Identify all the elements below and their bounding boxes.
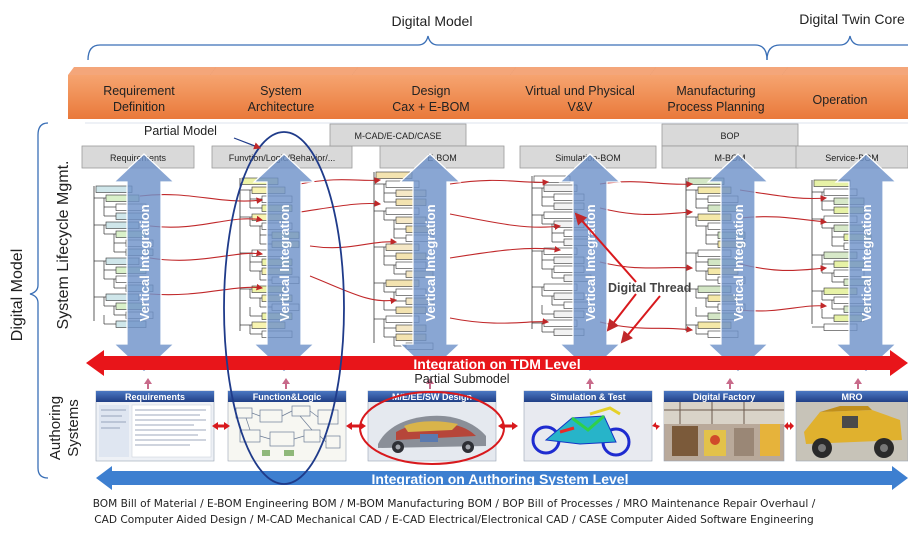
vertical-integration-label: Vertical Integration — [731, 204, 746, 321]
tile-title: Simulation & Test — [550, 392, 625, 402]
phase-row: Requirement Definition System Architectu… — [68, 67, 908, 119]
digital-thread-annotation: Digital Thread — [574, 212, 691, 344]
phase-box-manufacturing: Manufacturing Process Planning — [650, 67, 788, 119]
footer-abbreviations-line1: BOM Bill of Material / E-BOM Engineering… — [92, 498, 816, 510]
phase-label-line2: Definition — [113, 100, 165, 114]
digital-model-brace — [87, 35, 768, 61]
vertical-integration-arrow: Vertical Integration — [252, 153, 316, 373]
phase-label-line1: Operation — [813, 93, 868, 107]
bom-label-text: BOP — [720, 131, 739, 141]
phase-box-requirement: Requirement Definition — [68, 67, 216, 119]
thread-link — [149, 249, 264, 261]
phase-label-line2: V&V — [567, 100, 593, 114]
phase-label-line2: Architecture — [248, 100, 315, 114]
vertical-integration-arrow: Vertical Integration — [706, 153, 770, 373]
tile-title: Requirements — [125, 392, 185, 402]
tdm-bar-label: Integration on TDM Level — [413, 356, 580, 372]
thread-link — [449, 213, 562, 230]
vertical-integration-arrows: Vertical Integration Vertical Integration… — [112, 153, 898, 373]
vertical-integration-label: Vertical Integration — [277, 204, 292, 321]
bom-tree-node — [543, 184, 578, 192]
vertical-integration-arrow: Vertical Integration — [558, 153, 622, 373]
authoring-tiles: Requirements Function&Logic — [95, 390, 908, 462]
bom-tree-node — [543, 211, 578, 219]
phase-box-system-architecture: System Architecture — [210, 67, 358, 119]
partial-model-ellipse — [223, 131, 345, 485]
digital-twin-core-heading: Digital Twin Core — [799, 11, 905, 27]
phase-box-vv: Virtual und Physical V&V — [510, 67, 656, 119]
phase-label-line2: Process Planning — [667, 100, 764, 114]
bom-label-mcad: M-CAD/E-CAD/CASE — [329, 123, 467, 147]
thread-link — [309, 275, 398, 305]
tile-title: Function&Logic — [253, 392, 322, 402]
footer-abbreviations-line2: CAD Computer Aided Design / M-CAD Mechan… — [94, 514, 814, 526]
phase-label-line1: Requirement — [103, 84, 175, 98]
phase-label-line2: Cax + E-BOM — [392, 100, 469, 114]
bom-label-text: M-BOM — [715, 153, 746, 163]
tdm-tile-connectors — [144, 378, 862, 389]
partial-model-pointer — [233, 137, 262, 150]
bom-label-text: Service-BOM — [825, 153, 879, 163]
tile-mro: MRO — [795, 390, 908, 462]
bom-tree-node — [543, 283, 578, 291]
bom-label-bop: BOP — [661, 123, 799, 147]
left-digital-model-label: Digital Model — [9, 249, 26, 341]
bom-label-text: Requirements — [110, 153, 167, 163]
tile-digital-factory: Digital Factory — [663, 390, 785, 462]
thread-link — [449, 179, 550, 186]
phase-label-line1: System — [260, 84, 302, 98]
thread-link — [149, 215, 264, 228]
bom-label-text: E-BOM — [427, 153, 457, 163]
phase-label-line1: Manufacturing — [676, 84, 755, 98]
digital-model-heading: Digital Model — [392, 13, 473, 29]
thread-link — [599, 261, 694, 271]
thread-link — [449, 246, 562, 259]
vertical-integration-label: Vertical Integration — [583, 204, 598, 321]
thread-link — [149, 283, 264, 296]
thread-link — [449, 317, 550, 325]
tile-title: Digital Factory — [693, 392, 756, 402]
tile-mechanical-design: M/E/EE/SW Design — [367, 390, 497, 462]
phase-label-line1: Design — [412, 84, 451, 98]
left-digital-model-brace — [29, 122, 49, 479]
vertical-integration-label: Vertical Integration — [137, 204, 152, 321]
thread-link — [299, 200, 382, 213]
vertical-integration-label: Vertical Integration — [859, 204, 874, 321]
bom-label-service: Service-BOM — [795, 145, 908, 169]
thread-link — [599, 207, 694, 216]
phase-label-line1: Virtual und Physical — [525, 84, 635, 98]
digital-thread-label: Digital Thread — [608, 281, 691, 295]
phase-box-operation: Operation — [782, 67, 908, 119]
partial-submodel-ellipse — [359, 391, 505, 465]
tile-title: M/E/EE/SW Design — [392, 392, 472, 402]
bom-label-text: M-CAD/E-CAD/CASE — [354, 131, 441, 141]
vertical-integration-arrow: Vertical Integration — [398, 153, 462, 373]
vertical-integration-label: Vertical Integration — [423, 204, 438, 321]
partial-model-label: Partial Model — [144, 124, 217, 138]
tile-title: MRO — [842, 392, 863, 402]
authoring-integration-bar: Integration on Authoring System Level — [96, 466, 908, 490]
authoring-label-line2: Systems — [65, 399, 82, 457]
tile-simulation-test: Simulation & Test — [523, 390, 653, 462]
vertical-integration-arrow: Vertical Integration — [834, 153, 898, 373]
tile-requirements: Requirements — [95, 390, 215, 462]
tdm-integration-bar: Integration on TDM Level — [86, 350, 908, 376]
authoring-label-line1: Authoring — [47, 396, 64, 460]
bom-tree-node — [543, 319, 578, 327]
authoring-bar-label: Integration on Authoring System Level — [372, 471, 629, 487]
vertical-integration-arrow: Vertical Integration — [112, 153, 176, 373]
thread-link — [309, 238, 398, 249]
phase-box-design: Design Cax + E-BOM — [352, 67, 516, 119]
lifecycle-label: System Lifecycle Mgmt. — [55, 161, 72, 330]
partial-submodel-label: Partial Submodel — [414, 372, 509, 386]
digital-twin-core-brace — [766, 35, 908, 61]
